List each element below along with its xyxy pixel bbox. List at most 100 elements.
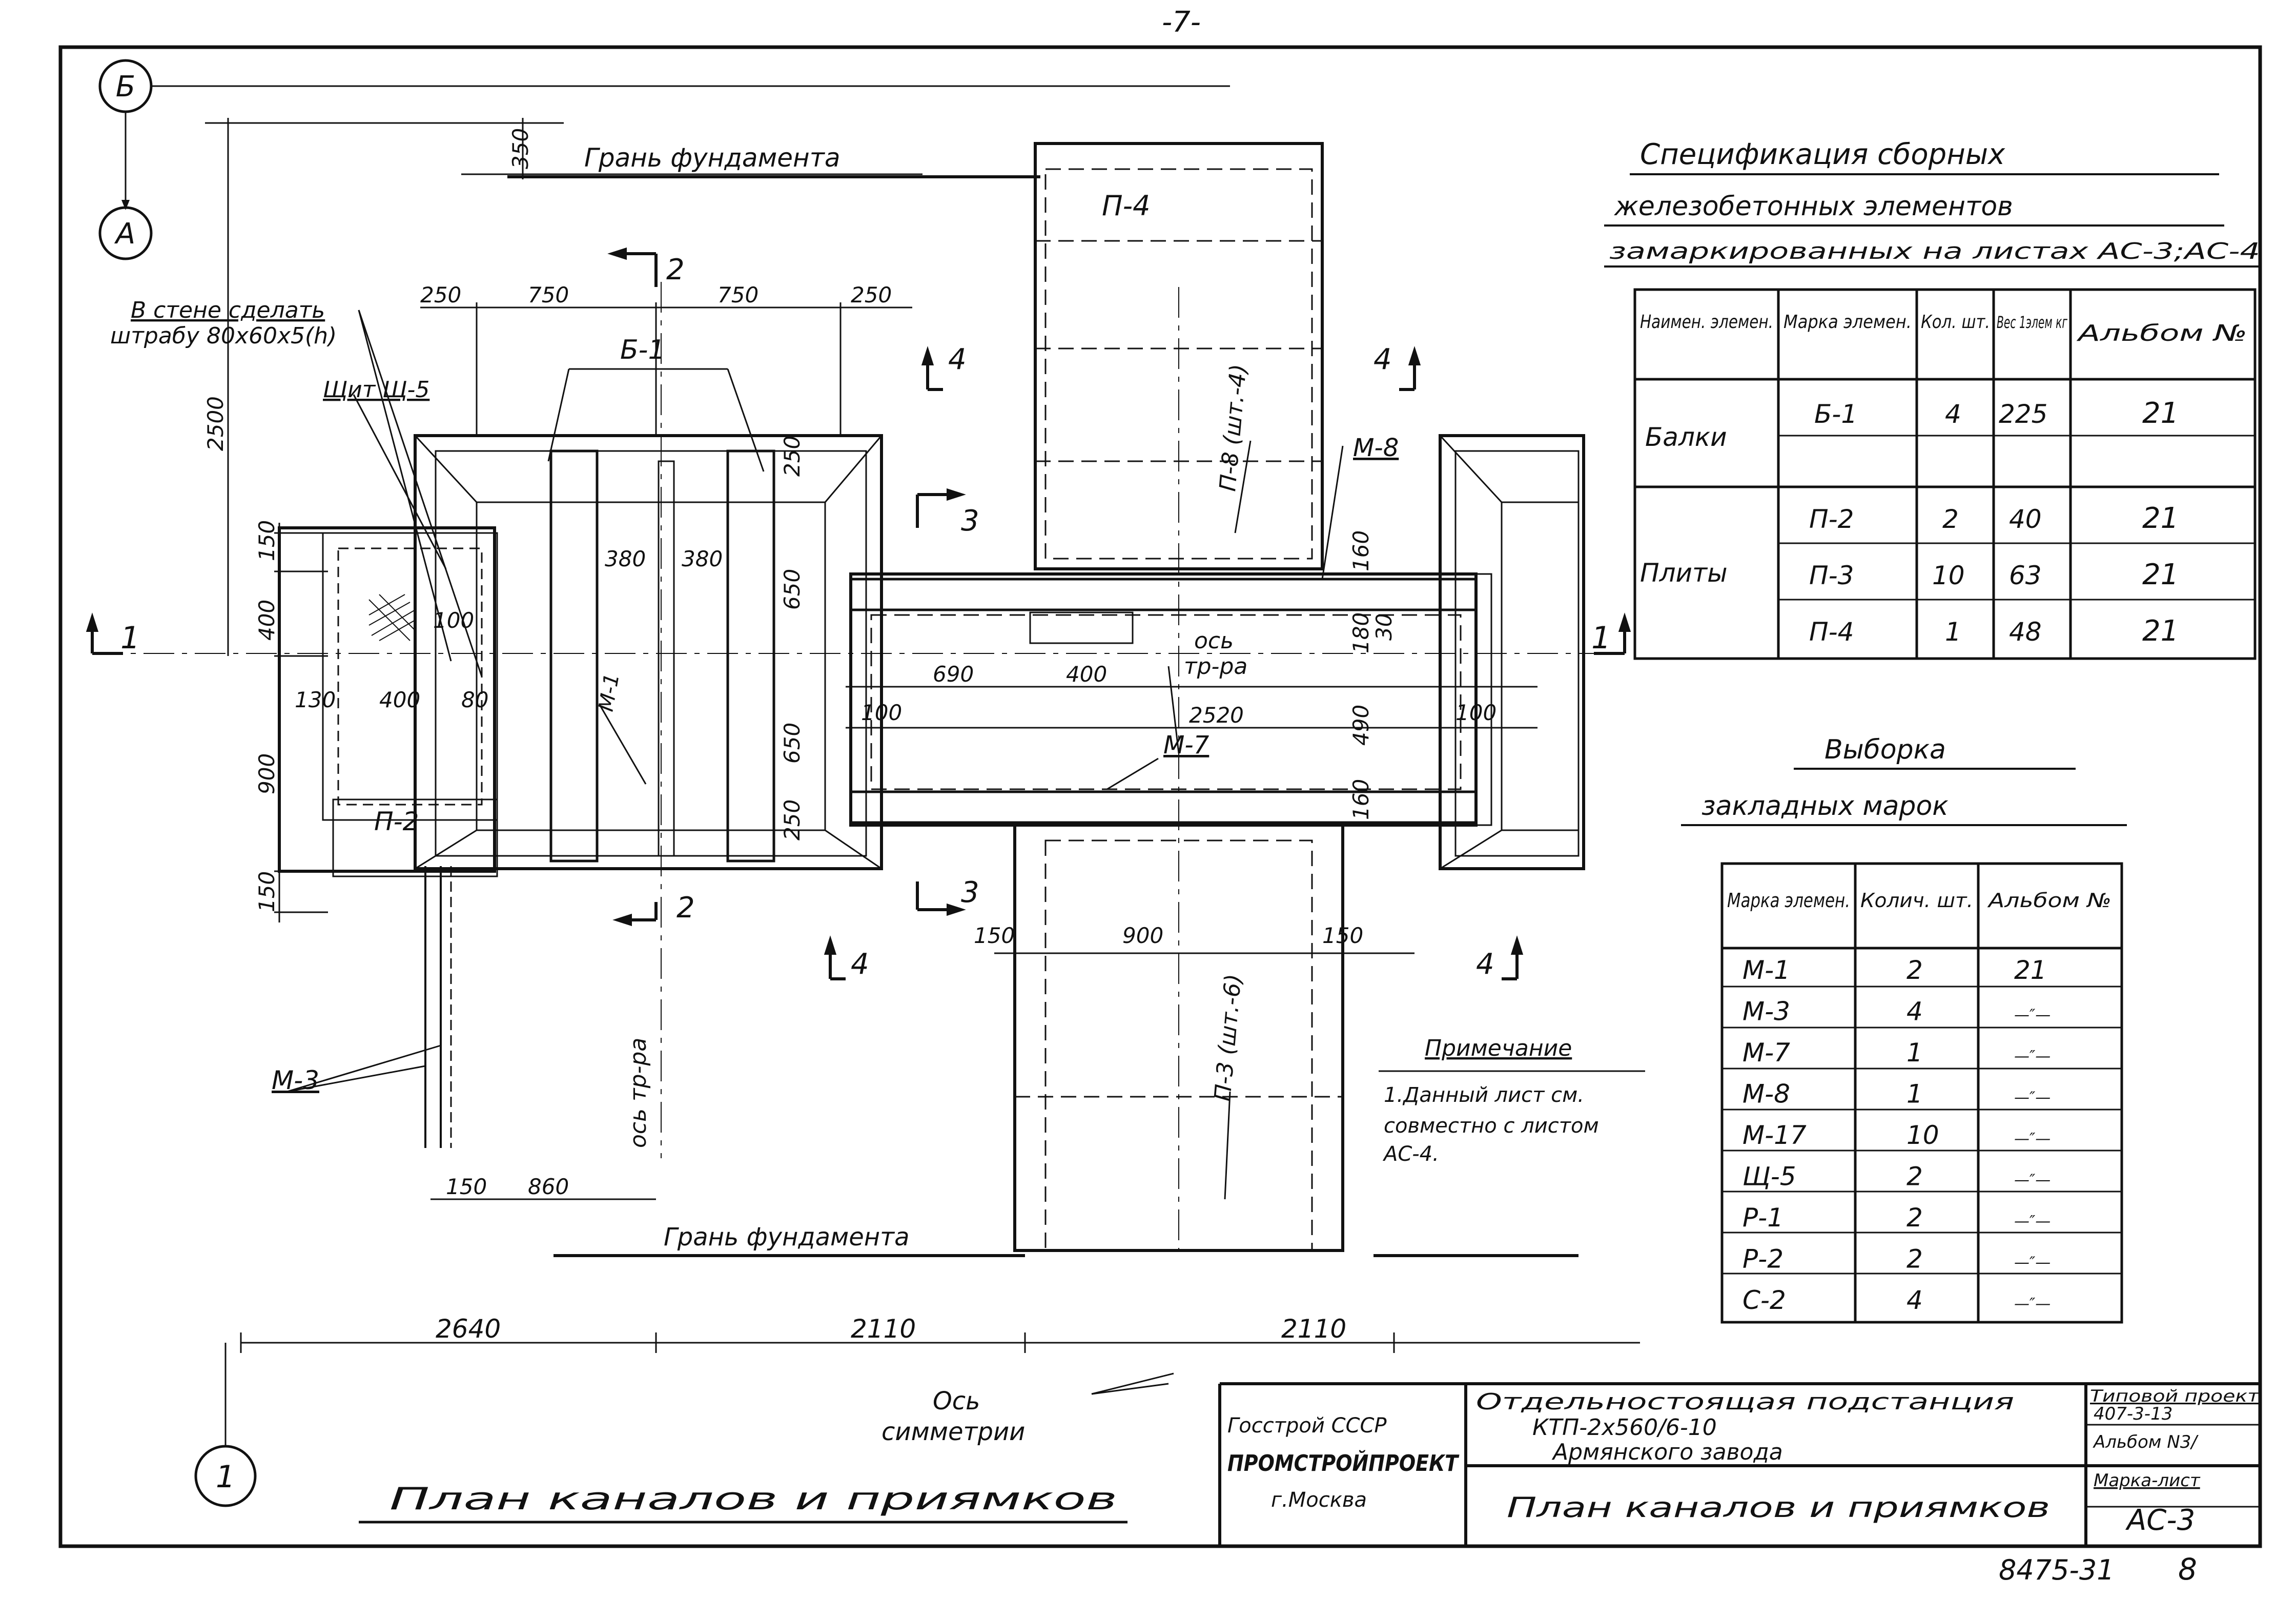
dim-400-c: 400 [1066, 662, 1107, 687]
embedded-row-5-col-2: —″— [2014, 1172, 2051, 1189]
embedded-row-7-col-0: Р-2 [1742, 1244, 1783, 1274]
section-4-d: 4 [1476, 948, 1494, 981]
embedded-row-6-col-2: —″— [2014, 1213, 2051, 1230]
dim-150-b: 150 [254, 871, 279, 912]
embedded-row-2-col-2: —″— [2014, 1048, 2051, 1065]
embedded-row-3-col-0: М-8 [1742, 1079, 1790, 1109]
dim-2110-b: 2110 [1281, 1314, 1346, 1344]
spec-p3-qty: 10 [1932, 561, 1965, 590]
right-pit [1439, 434, 1585, 870]
dim-150-a: 150 [254, 520, 279, 561]
dim-150-d: 150 [1322, 923, 1363, 948]
left-pit [278, 282, 883, 1158]
archive-number: 8475-31 [1999, 1554, 2115, 1586]
embedded-header-mark: Марка элемен. [1727, 889, 1850, 912]
section-4-c: 4 [851, 948, 869, 981]
embedded-row-1-col-1: 4 [1906, 997, 1923, 1027]
spec-b1-qty: 4 [1945, 399, 1961, 429]
dim-100-c: 100 [1455, 700, 1496, 725]
embedded-row-2-col-0: М-7 [1742, 1038, 1790, 1068]
section-3-bottom: 3 [961, 876, 979, 909]
beam-b1-label: Б-1 [620, 335, 665, 365]
spec-b1-mark: Б-1 [1814, 399, 1857, 429]
spec-b1-weight: 225 [1999, 399, 2047, 429]
pipe-axis-v-label: ось тр-ра [625, 1038, 651, 1148]
spec-header-mark: Марка элемен. [1783, 312, 1912, 333]
dim-100-b: 100 [861, 700, 902, 725]
spec-p3-weight: 63 [2009, 561, 2042, 590]
embedded-row-1-col-0: М-3 [1742, 997, 1790, 1027]
spec-p4-album: 21 [2142, 614, 2179, 648]
spec-group-beams: Балки [1645, 422, 1727, 452]
dimension-values: 350 2500 250 750 750 250 150 400 900 150… [203, 128, 1496, 1344]
mark-m7-label: М-7 [1163, 731, 1210, 760]
drawing-title: План каналов и приямков [389, 1481, 1117, 1517]
spec-p2-weight: 40 [2009, 504, 2042, 534]
pipe-axis-h-line2: тр-ра [1184, 653, 1247, 680]
dim-650-a: 650 [780, 569, 805, 610]
typical-project: Типовой проект [2090, 1386, 2260, 1406]
dim-160-b: 160 [1348, 779, 1373, 820]
section-4-a: 4 [948, 343, 967, 376]
org-line2: ПРОМСТРОЙПРОЕКТ [1227, 1449, 1460, 1476]
archive-page: 8 [2178, 1552, 2197, 1587]
dim-250-a: 250 [420, 282, 461, 307]
embedded-row-1-col-2: —″— [2014, 1007, 2051, 1024]
plate-p8-vertical-label: П-8 (шт.-4) [1215, 363, 1252, 493]
spec-p4-weight: 48 [2009, 617, 2042, 647]
dim-130: 130 [295, 687, 336, 712]
plate-p2-label: П-2 [374, 807, 419, 836]
dim-490: 490 [1348, 705, 1373, 746]
dim-180: 180 [1348, 612, 1373, 653]
dim-860: 860 [528, 1174, 569, 1199]
dim-250-c: 250 [780, 436, 805, 477]
embedded-row-8-col-2: —″— [2014, 1295, 2051, 1313]
embedded-header-album: Альбом № [1986, 889, 2112, 912]
spec-b1-album: 21 [2142, 397, 2179, 430]
dim-80: 80 [461, 687, 488, 712]
dim-250-d: 250 [780, 799, 805, 840]
symmetry-axis-line1: Ось [933, 1387, 980, 1416]
dim-900-a: 900 [254, 753, 279, 794]
pipe-axis-h-line1: ось [1194, 628, 1234, 654]
embedded-row-7-col-1: 2 [1906, 1244, 1923, 1274]
axis-label-1: 1 [216, 1459, 235, 1495]
mark-sheet-value: АС-3 [2125, 1504, 2195, 1537]
spec-header-weight: Вес 1элем кг [1997, 313, 2067, 332]
axis-label-b: Б [116, 70, 135, 104]
embedded-row-4-col-2: —″— [2014, 1130, 2051, 1148]
sheet-title: План каналов и приямков [1507, 1491, 2050, 1524]
symmetry-axis-line2: симметрии [881, 1418, 1025, 1446]
embedded-header-qty: Колич. шт. [1860, 889, 1973, 912]
spec-table: Спецификация сборных железобетонных элем… [1604, 138, 2260, 660]
axis-markers: Б А 1 [98, 59, 1230, 1507]
embedded-row-0-col-1: 2 [1906, 955, 1923, 985]
dim-750-b: 750 [717, 282, 758, 307]
dim-690: 690 [933, 662, 974, 687]
embedded-row-0-col-0: М-1 [1742, 955, 1790, 985]
note-line1: 1.Данный лист см. [1384, 1083, 1584, 1107]
dim-400-a: 400 [254, 600, 279, 641]
embedded-row-4-col-0: М-17 [1742, 1120, 1807, 1150]
embedded-row-4-col-1: 10 [1906, 1120, 1939, 1150]
note-line3: АС-4. [1382, 1142, 1439, 1166]
dim-2520: 2520 [1189, 703, 1244, 728]
project-line3: Армянского завода [1551, 1439, 1783, 1465]
embedded-row-7-col-2: —″— [2014, 1254, 2051, 1272]
embedded-title-line2: закладных марок [1701, 791, 1949, 822]
spec-title-line2: железобетонных элементов [1614, 191, 2013, 222]
wall-note-line1: В стене сделать [131, 297, 325, 323]
dim-380-b: 380 [682, 546, 723, 571]
plate-p4-label: П-4 [1102, 190, 1150, 222]
project-line2: КТП-2х560/6-10 [1532, 1414, 1717, 1441]
mark-m1-label: М-1 [594, 671, 624, 713]
embedded-row-8-col-0: С-2 [1742, 1285, 1786, 1315]
spec-p2-mark: П-2 [1809, 504, 1854, 534]
section-3-top: 3 [961, 504, 979, 538]
spec-title-line1: Спецификация сборных [1640, 138, 2005, 171]
dim-30: 30 [1371, 613, 1397, 641]
spec-header-name: Наимен. элемен. [1640, 312, 1773, 333]
embedded-row-5-col-1: 2 [1906, 1162, 1923, 1192]
mark-m3-label: М-3 [272, 1065, 319, 1095]
